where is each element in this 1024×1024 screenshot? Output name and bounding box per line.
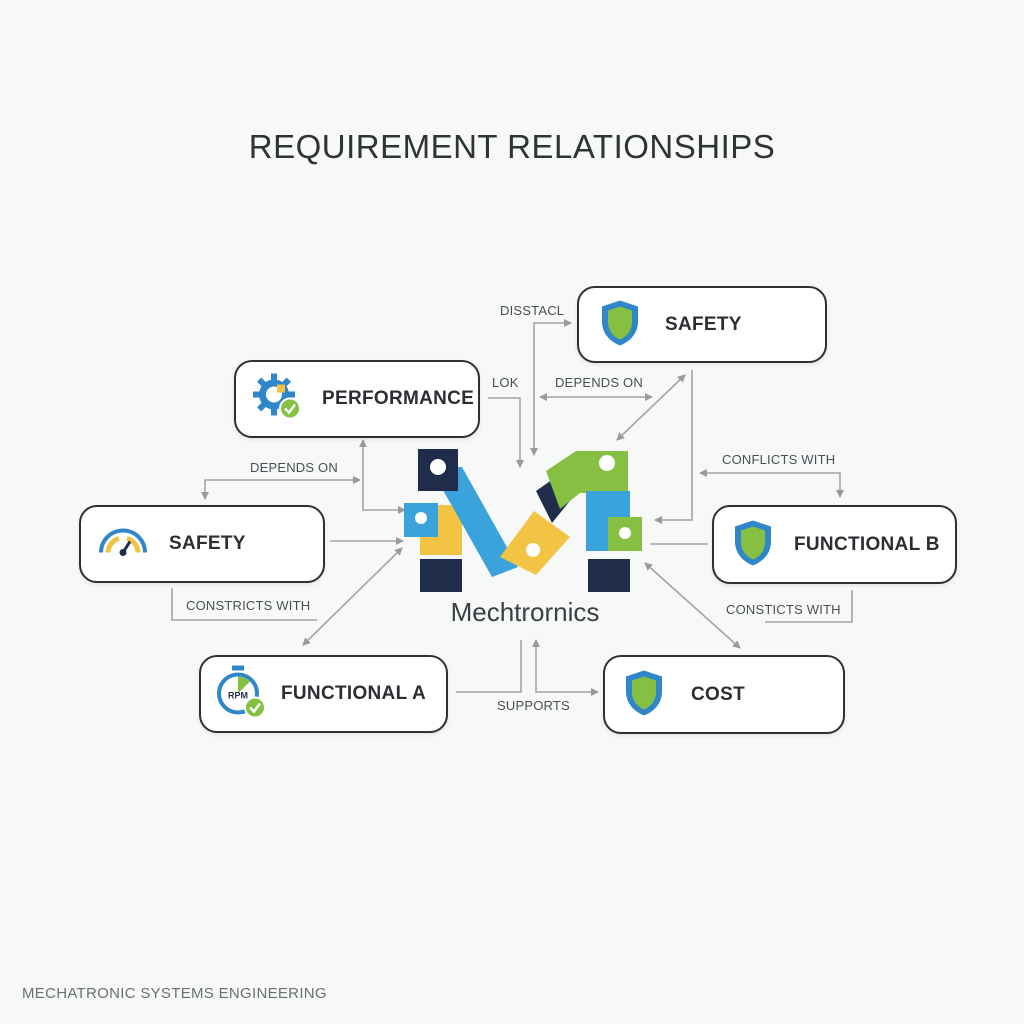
mechatronics-logo xyxy=(404,449,642,592)
shield-icon xyxy=(730,517,776,572)
link-fa-diagonal xyxy=(302,547,403,646)
node-label: SAFETY xyxy=(169,533,246,554)
link-conflicts-with xyxy=(699,469,844,498)
footer-text: MECHATRONIC SYSTEMS ENGINEERING xyxy=(22,985,327,1002)
link-depends-on-left xyxy=(201,476,361,500)
edge-label-consticts-with: CONSTICTS WITH xyxy=(726,602,841,617)
center-label: Mechtrornics xyxy=(450,597,600,627)
node-label: PERFORMANCE xyxy=(322,388,475,409)
node-performance[interactable]: PERFORMANCE xyxy=(234,360,480,438)
shield-icon xyxy=(597,297,643,352)
link-fb-cost-diagonal xyxy=(644,562,741,649)
rpm-text: RPM xyxy=(228,691,248,701)
edge-label-constricts-with: CONSTRICTS WITH xyxy=(186,598,311,613)
node-label: SAFETY xyxy=(665,313,742,335)
gauge-icon xyxy=(97,525,149,564)
stopwatch-rpm-icon: RPM xyxy=(215,664,269,725)
link-consticts-with xyxy=(765,590,853,623)
link-constricts-with xyxy=(171,588,317,621)
node-safety-top[interactable]: SAFETY xyxy=(577,286,827,363)
node-functional-a[interactable]: RPM FUNCTIONAL A xyxy=(199,655,448,733)
link-performance-drop xyxy=(359,439,406,514)
gear-check-icon xyxy=(250,371,304,428)
edge-label-depends-on-left: DEPENDS ON xyxy=(250,460,338,475)
node-label: FUNCTIONAL A xyxy=(281,683,427,704)
edge-label-lok: LOK xyxy=(492,375,519,390)
link-supports-b xyxy=(532,639,599,696)
link-disstacl xyxy=(530,319,572,456)
diagram-title: REQUIREMENT RELATIONSHIPS xyxy=(248,128,776,165)
link-supports-a xyxy=(456,640,522,693)
node-safety-left[interactable]: SAFETY xyxy=(79,505,325,583)
node-label: COST xyxy=(691,683,745,705)
node-label: FUNCTIONAL B xyxy=(794,533,940,555)
link-safety-drop xyxy=(654,370,693,524)
link-lok xyxy=(488,397,524,468)
shield-icon xyxy=(621,667,667,722)
node-cost[interactable]: COST xyxy=(603,655,845,734)
edge-label-disstacl: DISSTACL xyxy=(500,303,565,318)
node-functional-b[interactable]: FUNCTIONAL B xyxy=(712,505,957,584)
edge-label-supports: SUPPORTS xyxy=(497,698,570,713)
edge-label-depends-on-top: DEPENDS ON xyxy=(555,375,643,390)
link-safety-diagonal xyxy=(616,374,686,441)
edge-label-conflicts-with: CONFLICTS WITH xyxy=(722,452,836,467)
